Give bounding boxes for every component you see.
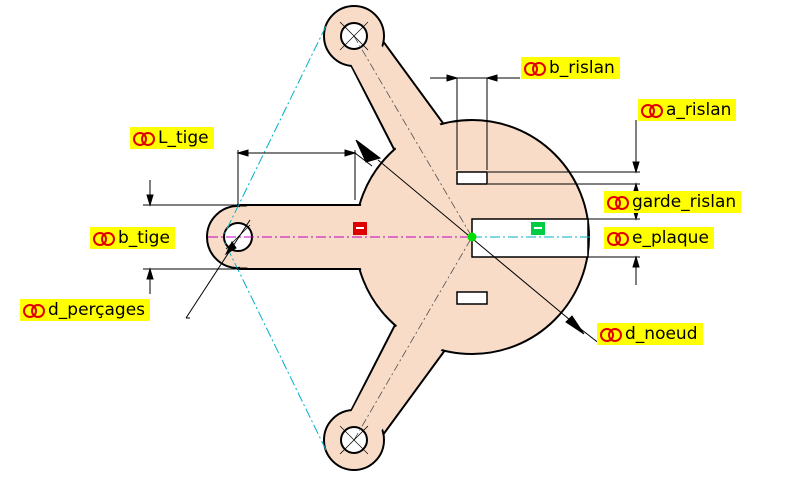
label-d-noeud[interactable]: d_noeud bbox=[597, 323, 703, 345]
chain-link-icon bbox=[524, 60, 546, 76]
label-b-rislan[interactable]: b_rislan bbox=[521, 57, 620, 79]
label-e-plaque-text: e_plaque bbox=[632, 228, 709, 248]
envelope-line-upper bbox=[223, 25, 327, 236]
chain-link-icon bbox=[23, 302, 45, 318]
chain-link-icon bbox=[641, 102, 663, 118]
arm-axis-lower bbox=[353, 236, 473, 441]
label-b-tige-text: b_tige bbox=[118, 228, 170, 248]
hole-cross-upper-b bbox=[339, 21, 369, 51]
arm-axis-upper bbox=[353, 35, 473, 238]
label-b-rislan-text: b_rislan bbox=[549, 58, 615, 78]
hole-cross-lower-b bbox=[339, 425, 369, 455]
red-constraint-marker bbox=[353, 222, 367, 235]
envelope-line-lower bbox=[223, 240, 327, 451]
label-e-plaque[interactable]: e_plaque bbox=[604, 227, 714, 249]
label-b-tige[interactable]: b_tige bbox=[90, 227, 175, 249]
chain-link-icon bbox=[133, 130, 155, 146]
dimension-lines bbox=[143, 74, 640, 345]
green-constraint-marker bbox=[531, 222, 545, 235]
label-l-tige[interactable]: L_tige bbox=[130, 127, 214, 149]
label-garde-rislan-text: garde_rislan bbox=[632, 192, 737, 212]
rislan-slot-bottom bbox=[456, 291, 488, 305]
origin-point bbox=[467, 232, 477, 242]
plate-slot bbox=[471, 218, 589, 258]
label-garde-rislan[interactable]: garde_rislan bbox=[604, 191, 742, 213]
rislan-slot-top bbox=[456, 171, 488, 185]
chain-link-icon bbox=[93, 230, 115, 246]
label-l-tige-text: L_tige bbox=[158, 128, 209, 148]
label-d-percages-text: d_perçages bbox=[48, 300, 146, 320]
label-d-noeud-text: d_noeud bbox=[625, 324, 698, 344]
chain-link-icon bbox=[607, 230, 629, 246]
construction-lines bbox=[208, 21, 590, 455]
label-d-percages[interactable]: d_perçages bbox=[20, 299, 151, 321]
label-a-rislan[interactable]: a_rislan bbox=[638, 99, 737, 121]
label-a-rislan-text: a_rislan bbox=[666, 100, 732, 120]
chain-link-icon bbox=[600, 326, 622, 342]
chain-link-icon bbox=[607, 194, 629, 210]
